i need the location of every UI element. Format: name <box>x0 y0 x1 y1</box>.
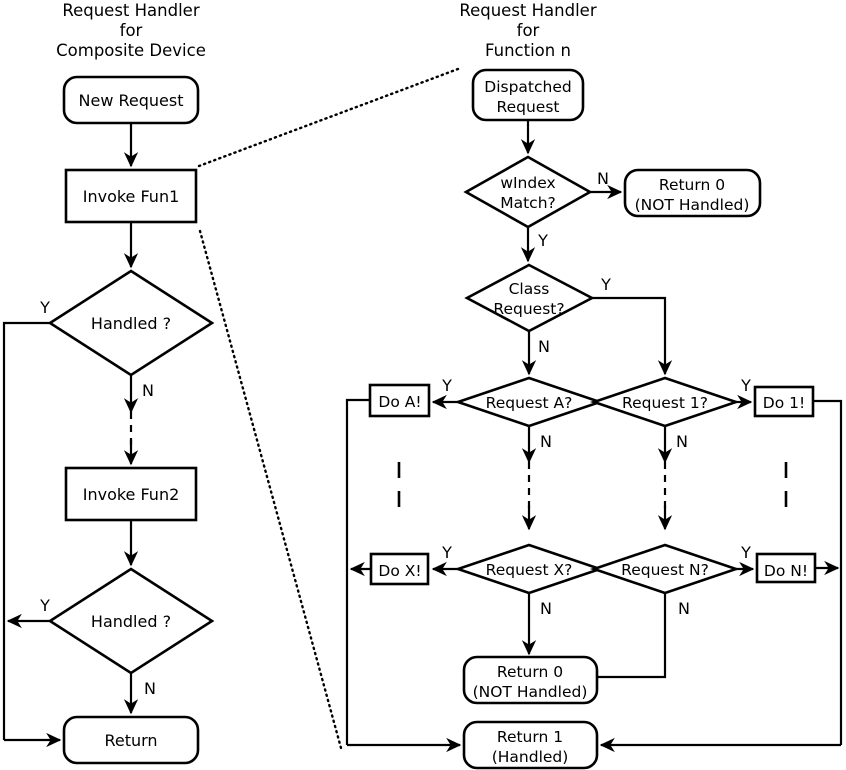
node-return0-top[interactable] <box>623 168 762 218</box>
node-return0-top-line-1: Return 0 <box>659 176 725 194</box>
label-handled-2-yes: Y <box>39 596 50 615</box>
node-return0-bottom[interactable] <box>462 655 599 705</box>
label-request-a-no: N <box>540 432 552 451</box>
node-handled-1-label: Handled ? <box>91 314 171 333</box>
node-class-request-line-2: Request? <box>493 300 564 318</box>
label-request-n-no: N <box>678 599 690 618</box>
node-dispatched-request-line-2: Request <box>497 98 560 116</box>
label-class-yes: Y <box>600 275 611 294</box>
label-windex-no: N <box>597 169 609 188</box>
node-do-n[interactable] <box>755 552 817 584</box>
dotted-connector-lower <box>198 229 343 750</box>
node-invoke-fun1-label: Invoke Fun1 <box>83 187 180 206</box>
dotted-connector-upper <box>197 67 460 168</box>
label-request-x-no: N <box>540 599 552 618</box>
node-class-request[interactable] <box>464 263 595 333</box>
right-title-line-1: Request Handler <box>459 1 596 20</box>
node-do-x-label: Do X! <box>378 562 421 580</box>
edge-class-yes <box>592 296 673 376</box>
node-do-n-label: Do N! <box>764 562 808 580</box>
node-request-x-label: Request X? <box>486 561 573 579</box>
node-invoke-fun2[interactable] <box>64 466 198 522</box>
right-title-line-3: Function n <box>485 41 571 60</box>
node-do-1[interactable] <box>753 385 815 418</box>
node-return0-top-line-2: (NOT Handled) <box>635 196 750 214</box>
left-title-line-1: Request Handler <box>62 1 199 20</box>
edge-do-1-to-right-rail <box>813 399 843 745</box>
node-return1-bottom-line-1: Return 1 <box>497 728 563 746</box>
label-request-n-yes: Y <box>740 543 751 562</box>
label-request-1-no: N <box>676 432 688 451</box>
node-request-n-label: Request N? <box>621 561 709 579</box>
left-title-line-3: Composite Device <box>56 41 206 60</box>
node-do-1-label: Do 1! <box>763 394 805 412</box>
node-windex-line-1: wIndex <box>500 174 555 192</box>
label-request-x-yes: Y <box>441 543 452 562</box>
node-do-x[interactable] <box>369 552 430 586</box>
label-handled-1-no: N <box>142 381 154 400</box>
node-dispatched-request-line-1: Dispatched <box>484 78 571 96</box>
node-invoke-fun2-label: Invoke Fun2 <box>83 485 180 504</box>
left-title-line-2: for <box>120 21 143 40</box>
node-request-1-label: Request 1? <box>622 394 708 412</box>
node-return[interactable] <box>62 715 200 765</box>
node-invoke-fun1[interactable] <box>64 168 198 224</box>
node-do-a-label: Do A! <box>378 393 421 411</box>
node-return0-bottom-line-1: Return 0 <box>497 663 563 681</box>
edge-request-n-no <box>570 593 667 685</box>
label-handled-1-yes: Y <box>39 298 50 317</box>
label-request-1-yes: Y <box>740 376 751 395</box>
node-handled-2-label: Handled ? <box>91 612 171 631</box>
edge-do-a-to-left-rail <box>345 398 370 745</box>
node-return1-bottom-line-2: (Handled) <box>492 748 569 766</box>
node-new-request-label: New Request <box>79 91 184 110</box>
left-column-title: Request Handler for Composite Device <box>56 1 206 60</box>
right-title-line-2: for <box>517 21 540 40</box>
node-class-request-line-1: Class <box>509 280 550 298</box>
node-windex-line-2: Match? <box>500 194 556 212</box>
node-return0-bottom-line-2: (NOT Handled) <box>473 683 588 701</box>
node-return-label: Return <box>104 731 157 750</box>
node-windex-match[interactable] <box>463 155 593 229</box>
right-column-title: Request Handler for Function n <box>459 1 596 60</box>
label-handled-2-no: N <box>144 679 156 698</box>
label-class-no: N <box>538 337 550 356</box>
label-request-a-yes: Y <box>441 376 452 395</box>
edge-handled1-yes-rail <box>2 321 50 740</box>
node-request-a-label: Request A? <box>486 394 573 412</box>
node-return1-bottom[interactable] <box>462 720 599 770</box>
label-windex-yes: Y <box>537 231 548 250</box>
